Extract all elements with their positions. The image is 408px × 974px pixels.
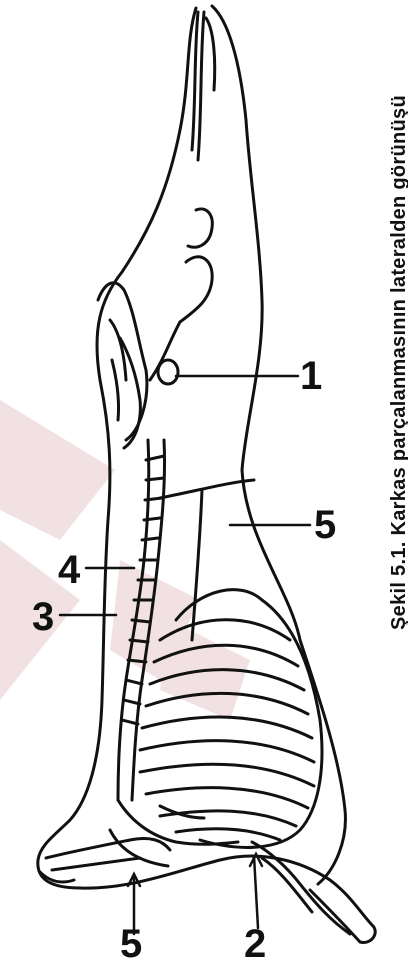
- label-3: 3: [32, 597, 54, 637]
- leader-2: [254, 856, 258, 928]
- cut-line-1: [160, 480, 254, 498]
- label-2: 2: [244, 924, 266, 964]
- label-5-right: 5: [314, 505, 336, 545]
- label-4: 4: [58, 550, 80, 590]
- label-5-bottom: 5: [120, 924, 142, 964]
- cut-line-2: [192, 490, 202, 640]
- label-1: 1: [300, 356, 322, 396]
- figure-caption: Şekil 5.1. Karkas parçalanmasının latera…: [388, 95, 408, 630]
- carcass-outline-back: [212, 6, 345, 884]
